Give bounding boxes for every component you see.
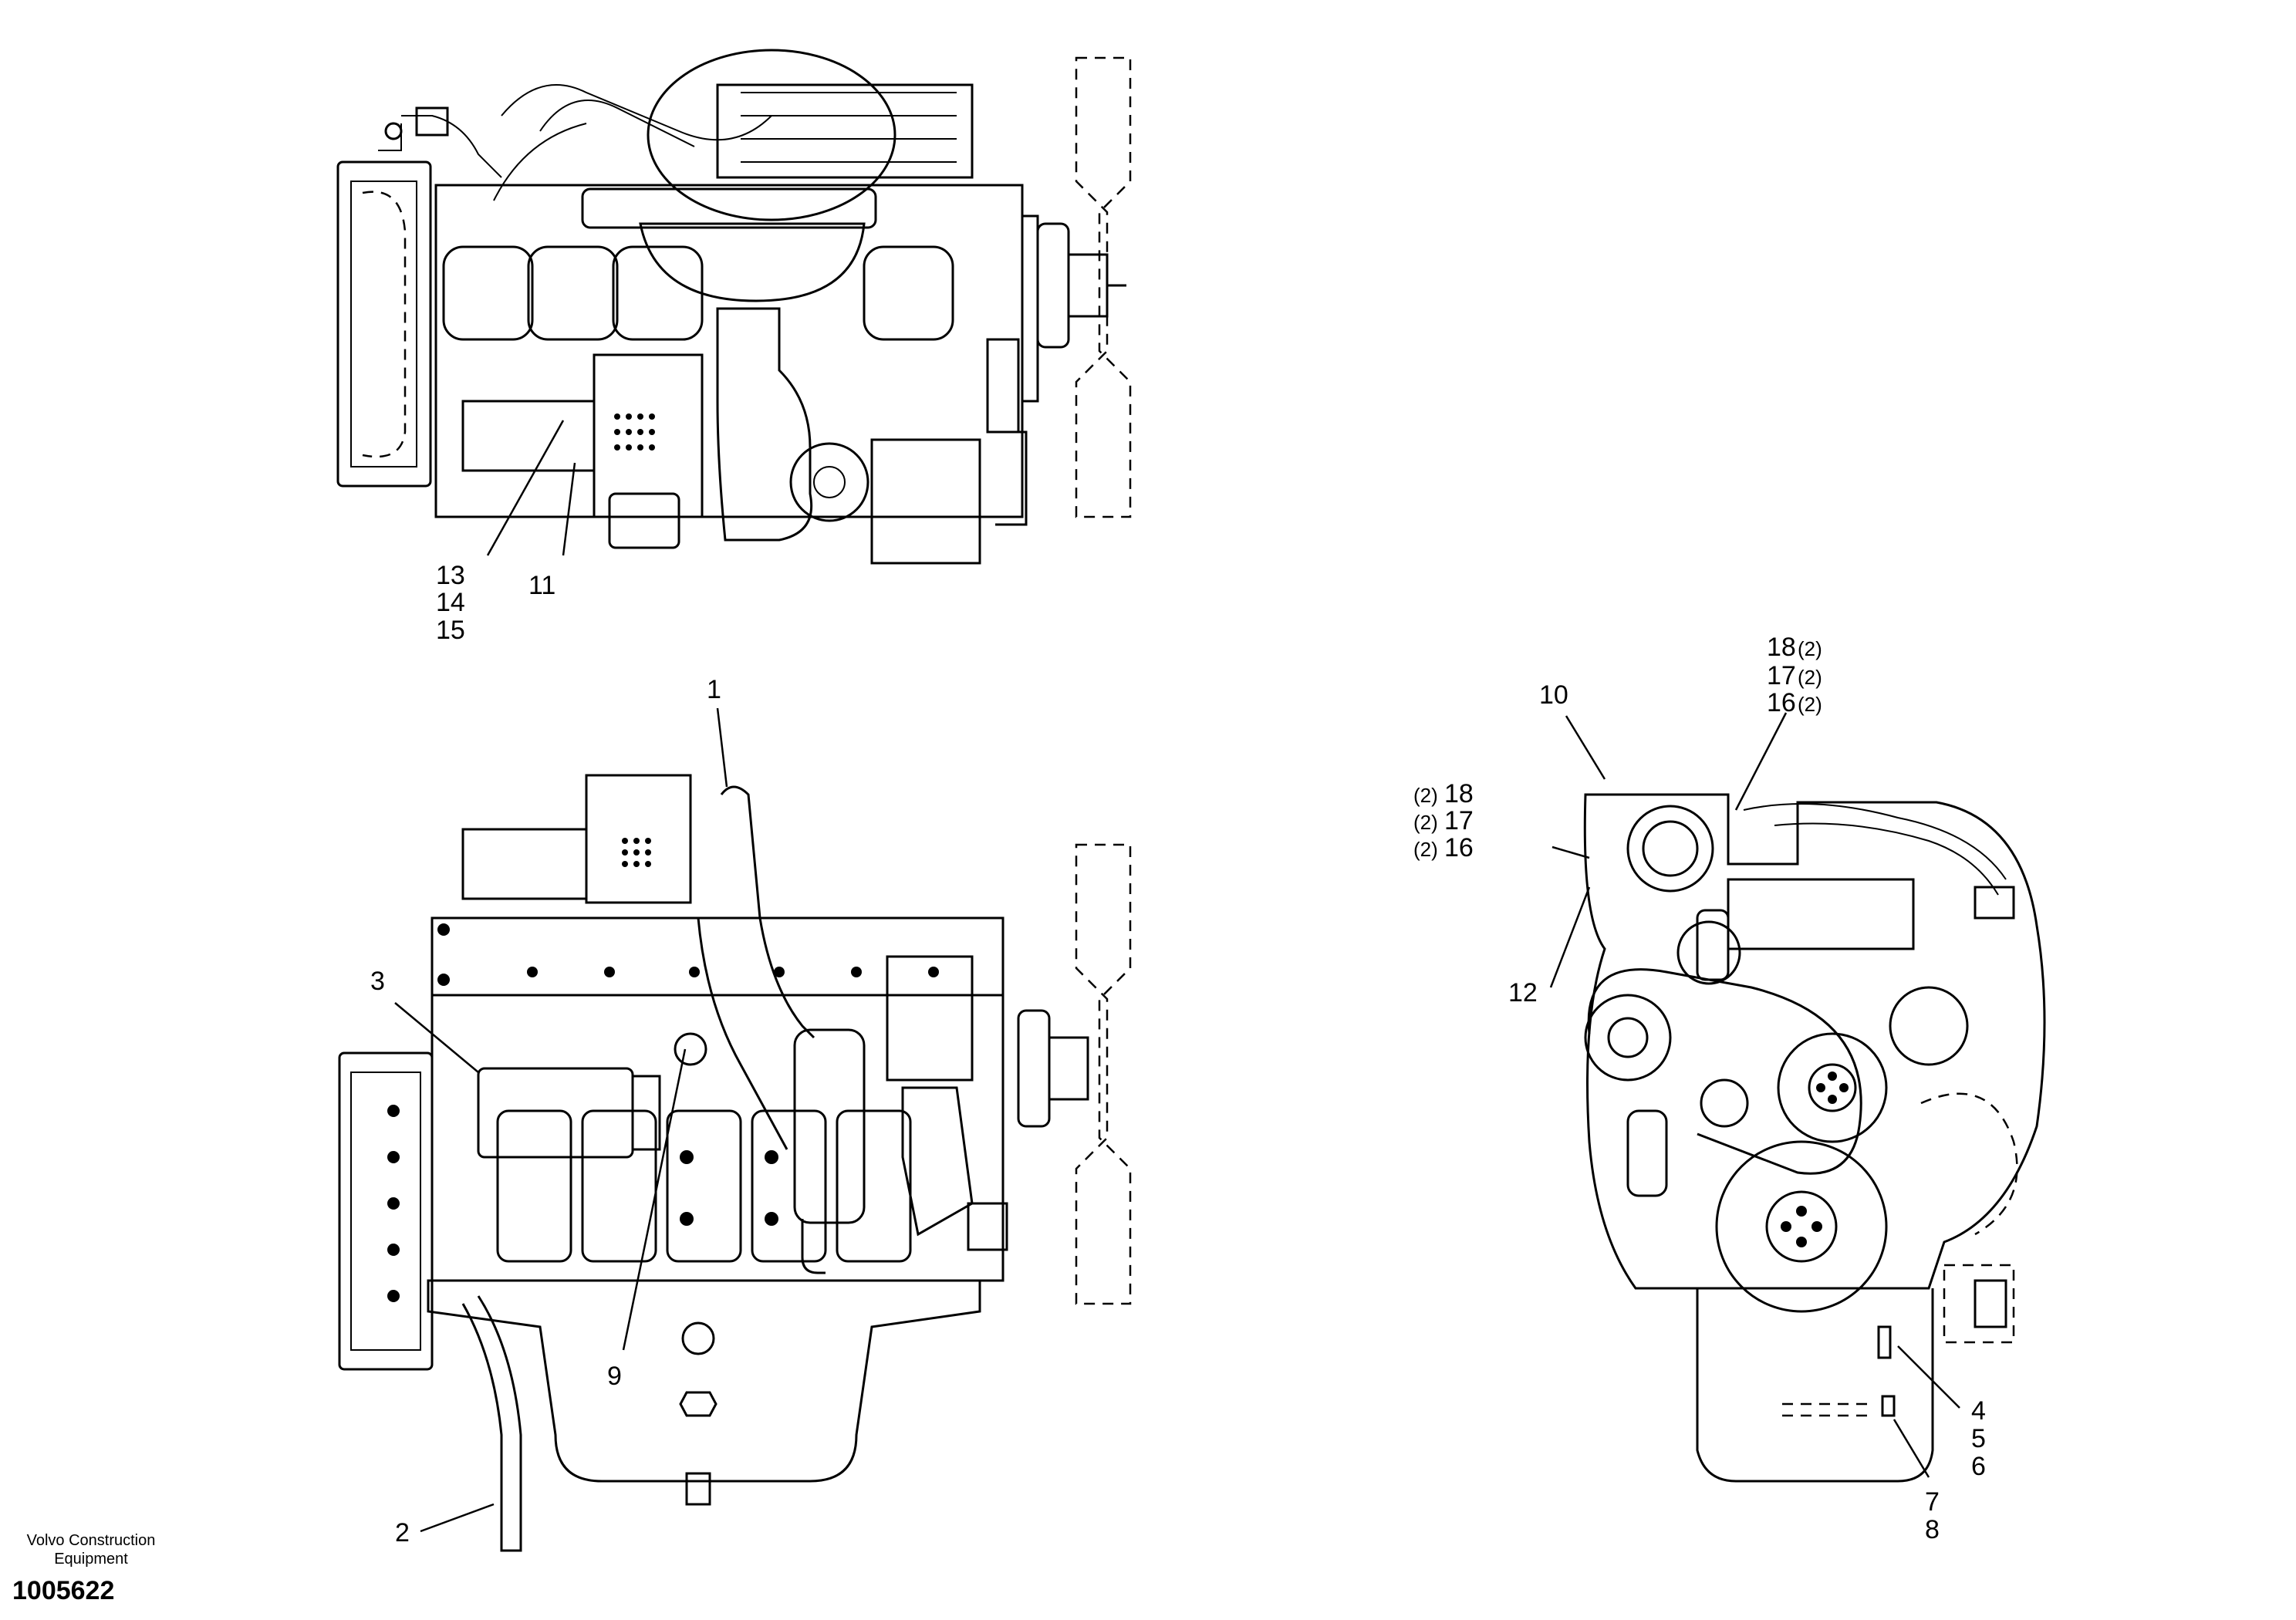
leader-1	[716, 707, 728, 788]
callout-3: 3	[370, 967, 385, 996]
qty-17-right: (2)	[1798, 666, 1822, 689]
callout-18-right: 18	[1767, 633, 1796, 662]
brand-line-2: Equipment	[54, 1551, 128, 1568]
leader-4	[1897, 1345, 1960, 1409]
qty-18-left: (2)	[1413, 784, 1438, 807]
callout-17-right: 17	[1767, 661, 1796, 690]
footer: Volvo Construction Equipment 1005622	[6, 1531, 176, 1606]
callout-10: 10	[1539, 680, 1568, 710]
callout-16-right: 16	[1767, 688, 1796, 717]
leader-16r	[1734, 712, 1788, 811]
leader-3	[394, 1002, 479, 1073]
engine-side-view	[338, 774, 1132, 1552]
leader-13	[486, 420, 565, 556]
callout-8: 8	[1925, 1515, 1940, 1544]
engine-front-view	[1583, 793, 2046, 1483]
callout-18-left: 18	[1444, 779, 1474, 808]
engine-top-view	[336, 49, 1132, 565]
callout-13: 13	[436, 561, 465, 590]
leader-10	[1565, 715, 1606, 780]
callout-11: 11	[528, 571, 555, 600]
callout-6: 6	[1971, 1452, 1986, 1481]
callout-12: 12	[1508, 978, 1538, 1007]
callout-7: 7	[1925, 1487, 1940, 1517]
leader-11	[562, 462, 576, 556]
leader-7	[1893, 1419, 1930, 1478]
leader-9	[622, 1048, 687, 1351]
callout-2: 2	[395, 1518, 410, 1547]
document-number: 1005622	[12, 1576, 115, 1605]
qty-17-left: (2)	[1413, 811, 1438, 834]
callout-4: 4	[1971, 1396, 1986, 1426]
qty-16-left: (2)	[1413, 838, 1438, 861]
qty-16-right: (2)	[1798, 693, 1822, 716]
callout-15: 15	[436, 616, 465, 645]
callout-1: 1	[707, 675, 721, 704]
callout-16-left: 16	[1444, 833, 1474, 862]
leader-16l	[1551, 845, 1590, 859]
qty-18-right: (2)	[1798, 637, 1822, 660]
brand-line-1: Volvo Construction	[26, 1532, 156, 1549]
callout-17-left: 17	[1444, 806, 1474, 835]
callout-5: 5	[1971, 1424, 1986, 1453]
callout-9: 9	[607, 1362, 622, 1391]
callout-14: 14	[436, 588, 465, 617]
leader-2	[420, 1503, 495, 1533]
leader-12	[1549, 886, 1591, 988]
